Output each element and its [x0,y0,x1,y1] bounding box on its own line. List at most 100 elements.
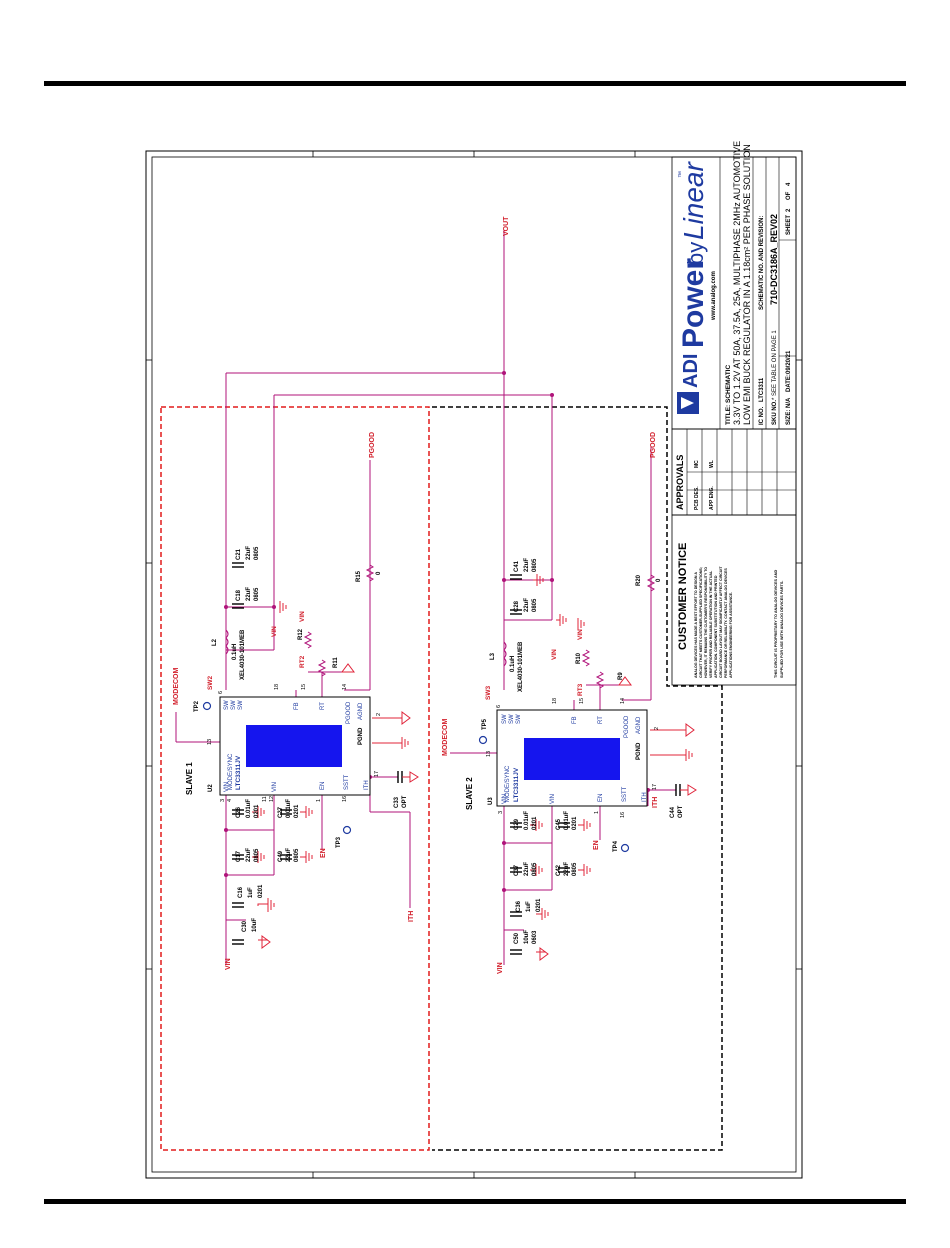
u2-pin-fb: FB [294,702,300,710]
c36-ref: C36 [516,900,522,912]
c28-value: 22uF [524,598,530,612]
u3-pin-no-sw: 6 [496,705,502,708]
c29-value: 0.01uF [524,811,530,830]
c49-size: 0805 [294,848,300,862]
proprietary-line-1: THIS CIRCUIT IS PROPRIETARY TO ANALOG DE… [774,570,778,678]
c49-value: 22uF [286,848,292,862]
u2-pin-no-rt: 15 [301,684,307,690]
logo-power-text: Power [677,258,710,348]
tp5-label: TP5 [482,718,488,730]
u2-pin-no-agnd: 2 [376,713,382,716]
c17-ref: C17 [236,850,242,862]
slave1-box [160,406,430,1151]
bottom-rule [44,1199,906,1204]
c45-value: 0.01uF [564,811,570,830]
net-rt2: RT2 [299,655,306,668]
c36-value: 1uF [526,901,532,912]
frame-ticks [146,151,802,1178]
title-line1: 3.3V TO 1.2V AT 50A, 37.5A, 25A, MULTIPH… [732,141,742,425]
l2-ref: L2 [212,638,218,646]
c30-value: 10uF [252,918,258,932]
app-eng-label: APP ENG. [709,486,715,510]
sku-label: SKU NO. [772,400,778,425]
u2-pin-sstt: SSTT [344,774,350,790]
c17-value: 22uF [246,848,252,862]
u2-part: LTC3311JV [235,755,242,790]
tp2-label: TP2 [194,700,200,712]
u3-pin-pgnd: PGND [636,742,642,760]
c27-value: 0.01uF [286,799,292,818]
c16-ref: C16 [238,886,244,898]
ic-no: LTC3311 [759,377,765,402]
pcb-des-value: MC [694,460,700,468]
net-modecom-1: MODECOM [173,668,180,706]
slave1-label: SLAVE 1 [185,762,194,795]
c28-size: 0805 [532,598,538,612]
u2-pin-no-en: 1 [316,799,322,802]
c17-size: 0805 [254,848,260,862]
c50-size: 0603 [532,930,538,944]
u2-pin-no-vin4: 12 [269,796,275,802]
c30-ref: C30 [242,920,248,932]
net-ith-2: ITH [652,797,659,808]
u2-pin-no-mode: 13 [207,739,213,745]
title-label: TITLE: SCHEMATIC [725,365,732,425]
proprietary-line-2: SUPPLIED FOR USE WITH ANALOG DEVICES PAR… [780,581,784,678]
title-line2: LOW EMI BUCK REGULATOR IN A 1.18cm² PER … [742,144,752,425]
u3-pin-mode: MODE/SYNC [505,765,511,802]
c42-value: 22uF [564,862,570,876]
u2-pin-no-fb: 18 [274,684,280,690]
net-sw2: SW2 [207,676,214,690]
c26-size: 0201 [254,804,260,818]
u2-pin-no-vin: 3 [220,799,226,802]
u2-pin-no-sstt: 16 [342,796,348,802]
c29-size: 0201 [532,816,538,830]
test-points [202,701,630,853]
c37-value: 22uF [524,862,530,876]
net-vin-r10b: VIN [577,629,584,640]
u2-pin-no-vin3: 11 [262,796,268,802]
u3-part: LTC3311JV [513,767,520,802]
l3-part: XEL4030-101MEB [518,641,524,692]
slave2-label: SLAVE 2 [465,777,474,810]
size-value: N/A [786,397,792,408]
date-value: 09/20/21 [786,350,792,374]
r15-ref: R15 [356,570,362,582]
u3-pin-no-pgood: 14 [620,698,626,704]
u3-pin-ith: ITH [642,792,648,802]
notice-line-6: CIRCUIT BOARD LAYOUT MAY SIGNIFICANTLY A… [719,566,723,678]
schematic-no: 710-DC3186A_REV02 [769,214,779,305]
c18-ref: C18 [236,589,242,601]
resistors [303,564,656,689]
u2-pin-en: EN [320,782,326,790]
u2-pin-no-pgood: 14 [342,684,348,690]
c41-value: 22uF [524,558,530,572]
u2-pin-mode: MODE/SYNC [228,753,234,790]
notice-line-4: VERIFY PROPER AND RELIABLE OPERATION IN … [709,570,713,678]
c41-ref: C41 [514,560,520,572]
sheet-no: 2 [786,208,792,212]
c26-value: 0.01uF [246,799,252,818]
r10-ref: R10 [576,652,582,664]
u2-ref: U2 [208,784,214,792]
net-vin-2: VIN [497,962,504,974]
size-label: SIZE: [786,410,792,425]
net-vout: VOUT [503,216,510,236]
net-vin-1: VIN [225,958,232,970]
notice-line-5: APPLICATION. COMPONENT SUBSTITUTION AND … [714,575,718,678]
schematic-no-label: SCHEMATIC NO. AND REVISION: [759,216,765,310]
c44-ref: C44 [670,806,676,818]
sku-note: * SEE TABLE ON PAGE 1 [772,330,778,400]
net-modecom-2: MODECOM [442,719,449,757]
notice-line-2: CIRCUIT THAT MEETS CUSTOMER-SUPPLIED SPE… [699,567,703,678]
c45-size: 0201 [572,816,578,830]
net-vin-r12b: VIN [299,611,306,622]
u2-pin-sw-3: SW [238,700,244,710]
net-en-2: EN [593,840,600,850]
u2-pin-rt: RT [320,702,326,710]
approvals-heading: APPROVALS [675,455,685,510]
u3-pin-no-mode: 13 [486,751,492,757]
ground-symbols [252,574,697,961]
r12-ref: R12 [298,628,304,640]
c49-ref: C49 [278,850,284,862]
